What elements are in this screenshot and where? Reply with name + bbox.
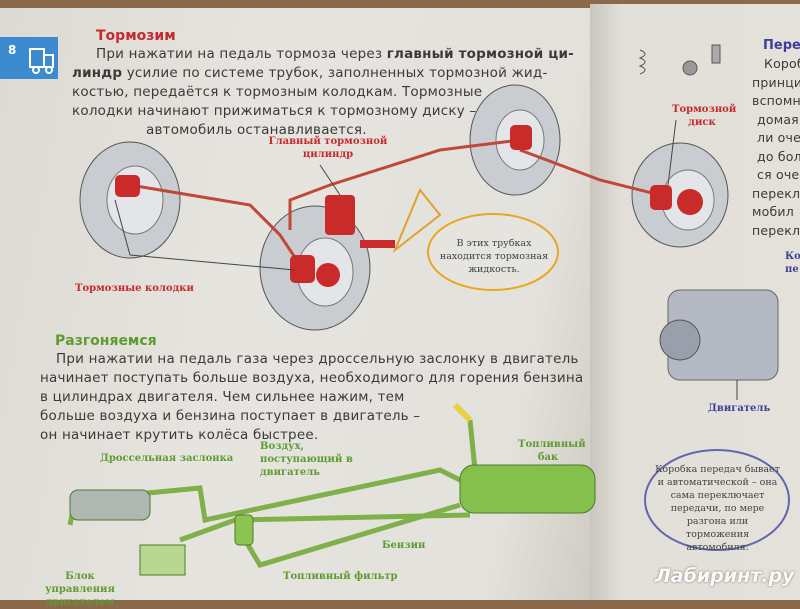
brake-caliper bbox=[290, 255, 315, 283]
spring-icon bbox=[638, 49, 646, 75]
brake-fluid-callout: В этих трубках находится тормозная жидко… bbox=[439, 238, 549, 275]
text: перекл bbox=[752, 185, 800, 201]
bold-term: линдр bbox=[72, 65, 123, 81]
bold-term: главный тормозной ци- bbox=[386, 46, 574, 62]
braking-text: При нажатии на педаль тормоза через глав… bbox=[72, 45, 576, 140]
text: начинает поступать больше воздуха, необх… bbox=[40, 370, 584, 386]
label-throttle: Дроссельная заслонка bbox=[100, 453, 234, 464]
text: больше воздуха и бензина поступает в дви… bbox=[40, 408, 421, 424]
text: ся оче bbox=[757, 167, 800, 182]
text: домая bbox=[757, 111, 799, 127]
text: ли оче bbox=[757, 130, 800, 145]
truck-icon bbox=[29, 48, 54, 74]
master-cylinder bbox=[325, 195, 355, 235]
text: до бол bbox=[757, 148, 800, 164]
text: Короб bbox=[764, 56, 800, 71]
page-number: 8 bbox=[8, 43, 17, 57]
arrow-icon bbox=[392, 188, 442, 254]
text: принцип bbox=[752, 74, 800, 90]
label-engine: Двигатель bbox=[708, 403, 771, 414]
label-fuel-filter: Топливный фильтр bbox=[283, 571, 398, 582]
brake-caliper bbox=[510, 125, 532, 150]
nut-icon bbox=[682, 60, 698, 76]
bolt-icon bbox=[711, 44, 721, 64]
right-page-title: Перек bbox=[763, 38, 800, 53]
text: автомобиль останавливается. bbox=[146, 122, 367, 138]
watermark: Лабиринт.ру bbox=[655, 565, 795, 587]
text: При нажатии на педаль тормоза через bbox=[96, 46, 387, 62]
text: костью, передаётся к тормозным колодкам.… bbox=[72, 84, 483, 100]
page-number-tab: 8 bbox=[0, 37, 58, 79]
brake-caliper bbox=[650, 185, 672, 210]
text: в цилиндрах двигателя. Чем сильнее нажим… bbox=[40, 389, 405, 405]
gearbox-callout: Коробка передач бывает и автоматической … bbox=[655, 464, 780, 553]
text: колодки начинают прижиматься к тормозном… bbox=[72, 103, 477, 119]
text: усилие по системе трубок, заполненных то… bbox=[122, 65, 548, 81]
label-master-cylinder: Главный тормозной цилиндр bbox=[268, 136, 388, 160]
label-petrol: Бензин bbox=[382, 540, 426, 551]
text: мобил bbox=[752, 204, 794, 219]
brake-caliper bbox=[115, 175, 140, 197]
label-brake-pads: Тормозные колодки bbox=[75, 283, 194, 294]
label-gearbox: Ко пе bbox=[785, 251, 800, 275]
braking-title: Тормозим bbox=[96, 28, 176, 44]
label-brake-disc: Тормозной диск bbox=[672, 104, 737, 128]
engine-control-unit bbox=[139, 544, 186, 576]
text: он начинает крутить колёса быстрее. bbox=[40, 427, 319, 443]
wheel-icon bbox=[631, 142, 729, 248]
accel-text: При нажатии на педаль газа через дроссел… bbox=[40, 350, 585, 445]
engine-cylinders bbox=[69, 489, 151, 521]
text: перекл bbox=[752, 222, 800, 238]
fuel-tank bbox=[459, 464, 596, 514]
brake-pedal bbox=[360, 240, 395, 248]
callout-bubble bbox=[427, 213, 559, 291]
wheel-icon bbox=[79, 141, 181, 259]
text: вспомни bbox=[752, 93, 800, 108]
fuel-filter bbox=[234, 514, 254, 546]
arrow-icon bbox=[452, 402, 473, 423]
right-page-text: Короб принцип вспомни домая ли оче до бо… bbox=[752, 55, 800, 240]
callout-bubble bbox=[644, 449, 790, 551]
brake-pipes bbox=[129, 138, 661, 266]
label-fuel-tank: Топливный бак bbox=[518, 439, 586, 463]
label-ecu: Блок управления двигателем bbox=[45, 571, 115, 608]
label-air: Воздух, поступающий в двигатель bbox=[260, 441, 353, 478]
text: При нажатии на педаль газа через дроссел… bbox=[56, 351, 579, 367]
accel-title: Разгоняемся bbox=[55, 333, 157, 349]
